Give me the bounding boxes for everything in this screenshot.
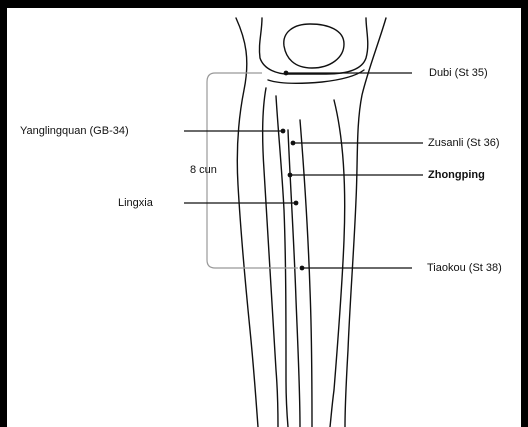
label-eight-cun: 8 cun [190,164,217,176]
label-zusanli: Zusanli (St 36) [428,137,500,149]
tibia-crest-right [300,120,312,427]
fibula-line-right [276,96,288,427]
fibula-line-left [263,88,278,427]
label-lingxia: Lingxia [118,197,153,209]
leg-outline-left [236,18,258,427]
point-yanglingquan [281,129,286,134]
leg-outline-right [345,18,386,427]
tibia-medial-line [330,100,345,427]
femur-outline [259,18,367,74]
point-dubi [284,71,289,76]
label-tiaokou: Tiaokou (St 38) [427,262,502,274]
point-tiaokou [300,266,305,271]
label-yanglingquan: Yanglingquan (GB-34) [20,125,129,137]
label-dubi: Dubi (St 35) [429,67,488,79]
label-zhongping: Zhongping [428,169,485,181]
patella-outline [284,24,344,68]
point-zusanli [291,141,296,146]
point-lingxia [294,201,299,206]
point-zhongping [288,173,293,178]
